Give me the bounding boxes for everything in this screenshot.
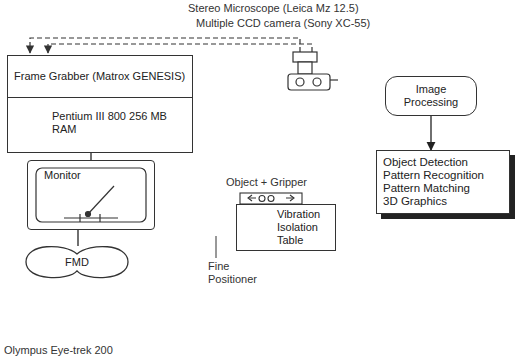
connector: [430, 116, 431, 150]
object-label: Object + Gripper: [226, 176, 307, 189]
node-text: Image Processing: [394, 83, 468, 109]
camera-label: Multiple CCD camera (Sony XC-55): [196, 17, 370, 30]
node-text: Pattern Matching: [383, 182, 503, 195]
fmd-model-label: Olympus Eye-trek 200: [4, 344, 113, 357]
node-text: Vibration Isolation Table: [277, 208, 329, 247]
node-text: Monitor: [44, 169, 154, 182]
camera-symbol: [288, 52, 338, 90]
node-text: Pentium III 800 256 MB RAM: [52, 110, 186, 136]
camera-cable: [30, 38, 300, 53]
positioner-label: Fine Positioner: [208, 260, 268, 286]
fmd-goggles: FMD: [24, 242, 130, 282]
process-box: Image Processing: [385, 76, 477, 116]
leader-line: [216, 236, 217, 258]
node-text: Pattern Recognition: [383, 169, 503, 182]
function-list-box: Object DetectionPattern RecognitionPatte…: [376, 150, 510, 214]
camera-cable: [48, 44, 312, 53]
node-text: Frame Grabber (Matrox GENESIS): [14, 70, 186, 83]
table-box: Vibration Isolation Table: [236, 204, 336, 251]
connector: [90, 153, 91, 160]
microscope-label: Stereo Microscope (Leica Mz 12.5): [188, 2, 359, 15]
node-text: FMD: [65, 256, 89, 269]
gripper-symbol: [240, 193, 302, 204]
node-text: Object Detection: [383, 156, 503, 169]
hardware-box: Frame Grabber (Matrox GENESIS): [7, 55, 193, 97]
goggles-path: [26, 247, 128, 278]
node-text: 3D Graphics: [383, 195, 503, 208]
hardware-box: Pentium III 800 256 MB RAM: [7, 97, 193, 153]
connector: [77, 230, 78, 246]
monitor-box: Monitor: [27, 160, 155, 230]
